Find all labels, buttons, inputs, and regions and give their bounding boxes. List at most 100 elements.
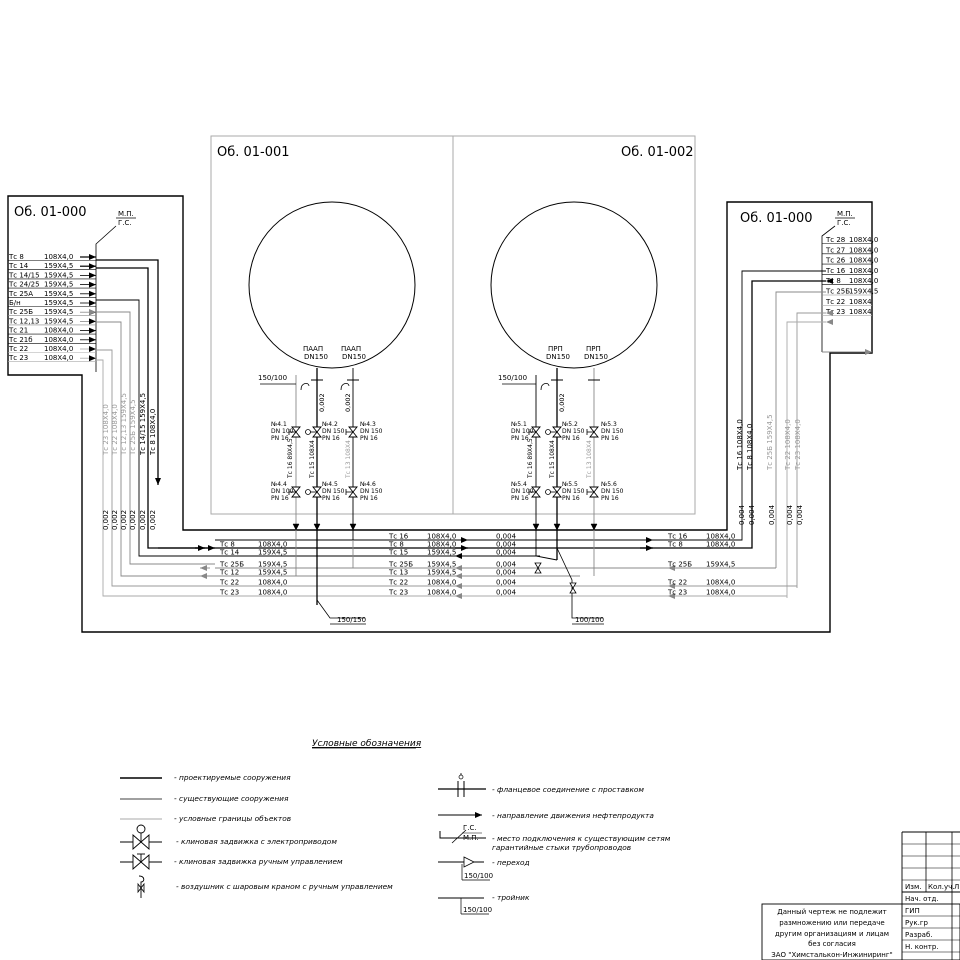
bundle-size-end: 108Х4,0 — [706, 533, 735, 541]
valve-manual-icon — [288, 426, 301, 438]
valve-manual-icon — [345, 426, 358, 438]
svg-text:150/100: 150/100 — [463, 906, 492, 914]
svg-text:0,002: 0,002 — [120, 510, 128, 530]
valve-id: №5.1 — [511, 421, 527, 428]
svg-text:Нач. отд.: Нач. отд. — [905, 895, 939, 903]
bundle-size-end: 108Х4,0 — [706, 589, 735, 597]
valve-electric-icon — [305, 486, 322, 498]
svg-text:Тс 16 108Х4,0: Тс 16 108Х4,0 — [736, 419, 744, 471]
svg-text:ГИП: ГИП — [905, 907, 920, 915]
right-table-tag: Тс 26 — [825, 257, 846, 265]
valve-id: №4.5 — [322, 481, 338, 488]
svg-text:ЗАО "Химсталькон-Инжиниринг": ЗАО "Химсталькон-Инжиниринг" — [771, 951, 893, 959]
svg-text:Тс 22 108Х4,0: Тс 22 108Х4,0 — [111, 404, 119, 456]
right-table-tag: Тс 22 — [825, 298, 845, 306]
svg-text:гарантийные стыки трубопроводо: гарантийные стыки трубопроводов — [492, 843, 631, 852]
left-table-size: 108Х4,0 — [44, 354, 73, 362]
bundle-tag-start: Тс 12 — [219, 569, 239, 577]
svg-text:М.П.: М.П. — [837, 210, 853, 218]
flow-arrow-icon — [553, 523, 561, 531]
svg-text:Тс 15 108Х4: Тс 15 108Х4 — [309, 440, 316, 479]
bundle-slope: 0,004 — [496, 541, 517, 549]
reducer-icon — [534, 562, 542, 574]
valve-id: №5.3 — [601, 421, 617, 428]
svg-text:150/100: 150/100 — [464, 872, 493, 880]
bundle-slope: 0,004 — [496, 533, 517, 541]
bundle-tag-start: Тс 22 — [219, 579, 239, 587]
svg-text:Тс 8 108Х4,0: Тс 8 108Х4,0 — [149, 409, 157, 456]
left-table-size: 108Х4,0 — [44, 327, 73, 335]
right-vertical-labels: Тс 16 108Х4,0 Тс 8 108Х4,0 Тс 25Б 159Х4,… — [736, 414, 804, 525]
valve-id: №4.4 — [271, 481, 287, 488]
left-table-tag: Тс 21б — [8, 336, 33, 344]
bundle-tag-end: Тс 22 — [667, 579, 687, 587]
air-vent-icon — [540, 382, 550, 391]
bundle-tag-end: Тс 16 — [667, 533, 688, 541]
valve-pn: PN 16 — [511, 495, 529, 502]
right-table-tag: Тс 23 — [825, 308, 845, 316]
reducer-icon — [569, 582, 577, 594]
svg-text:Тс 23 108Х4,0: Тс 23 108Х4,0 — [794, 419, 802, 471]
bundle-size-end: 108Х4,0 — [706, 541, 735, 549]
left-table-size: 108Х4,0 — [44, 345, 73, 353]
tank-right-nozzles: ПРП DN150 ПРП DN150 — [546, 345, 608, 361]
bundle-size-mid: 108Х4,0 — [427, 541, 456, 549]
right-table-size: 108Х4,0 — [849, 257, 878, 265]
svg-text:0,002: 0,002 — [318, 393, 326, 412]
bundle-tag-start: Тс 8 — [219, 541, 235, 549]
svg-text:Н. контр.: Н. контр. — [905, 943, 939, 951]
svg-text:- клиновая задвижка с электроп: - клиновая задвижка с электроприводом — [176, 837, 337, 846]
bundle-tag-start: Тс 25Б — [219, 561, 244, 569]
left-table-tag: Тс 14/15 — [8, 271, 40, 279]
svg-text:Г.С.: Г.С. — [118, 219, 132, 227]
svg-text:Данный чертеж не подлежит: Данный чертеж не подлежит — [777, 908, 887, 916]
object-boundaries — [7, 135, 873, 633]
valve-id: №4.2 — [322, 421, 338, 428]
bundle-tag-mid: Тс 22 — [388, 579, 408, 587]
valve-manual-icon — [528, 426, 541, 438]
svg-text:- тройник: - тройник — [492, 893, 530, 902]
valve-manual-icon — [586, 426, 599, 438]
valve-pn: PN 16 — [601, 495, 619, 502]
valve-id: №4.1 — [271, 421, 287, 428]
tank-right-piping — [502, 368, 603, 619]
svg-text:Тс 22 108Х4,0: Тс 22 108Х4,0 — [784, 419, 792, 471]
left-table-size: 108Х4,0 — [44, 336, 73, 344]
valve-id: №5.6 — [601, 481, 617, 488]
right-table-size: 108Х4,0 — [849, 236, 878, 244]
bundle-size-start: 159Х4,5 — [258, 549, 287, 557]
valve-dn: DN 150 — [601, 428, 624, 435]
valve-dn: DN 150 — [322, 488, 345, 495]
valve-dn: DN 150 — [360, 428, 383, 435]
svg-text:150/100: 150/100 — [498, 374, 527, 382]
tank-left — [248, 201, 416, 369]
bundle-size-start: 159Х4,5 — [258, 561, 287, 569]
svg-text:- место подключения к существу: - место подключения к существующим сетям — [492, 834, 671, 843]
svg-text:Тс 25Б 159Х4,5: Тс 25Б 159Х4,5 — [129, 399, 137, 456]
right-table-size: 108Х4,0 — [849, 277, 878, 285]
tank-left-nozzles: ПААП DN150 ПААП DN150 — [303, 345, 366, 361]
svg-text:Разраб.: Разраб. — [905, 931, 933, 939]
svg-text:М.П.: М.П. — [118, 210, 134, 218]
bundle-tag-end: Тс 23 — [667, 589, 687, 597]
nozzle-marks: 150/100 150/100 150/150 100/100 0,002 0,… — [258, 374, 604, 625]
block-title-01-002: Об. 01-002 — [621, 145, 694, 160]
svg-text:- переход: - переход — [492, 858, 530, 867]
valve-pn: PN 16 — [360, 495, 378, 502]
legend-title: Условные обозначения — [312, 739, 422, 749]
bundle-size-end: 159Х4,5 — [706, 561, 735, 569]
left-table-size: 159Х4,5 — [44, 317, 73, 325]
valve-pn: PN 16 — [511, 435, 529, 442]
right-table-tag: Тс 8 — [825, 277, 841, 285]
svg-text:150/100: 150/100 — [258, 374, 287, 382]
connection-mark-left: М.П. Г.С. — [95, 210, 136, 372]
valve-pn: PN 16 — [562, 435, 580, 442]
svg-text:0,004: 0,004 — [738, 504, 746, 525]
bundle-size-mid: 108Х4,0 — [427, 533, 456, 541]
block-title-01-001: Об. 01-001 — [217, 145, 290, 160]
valve-manual-icon — [345, 486, 358, 498]
